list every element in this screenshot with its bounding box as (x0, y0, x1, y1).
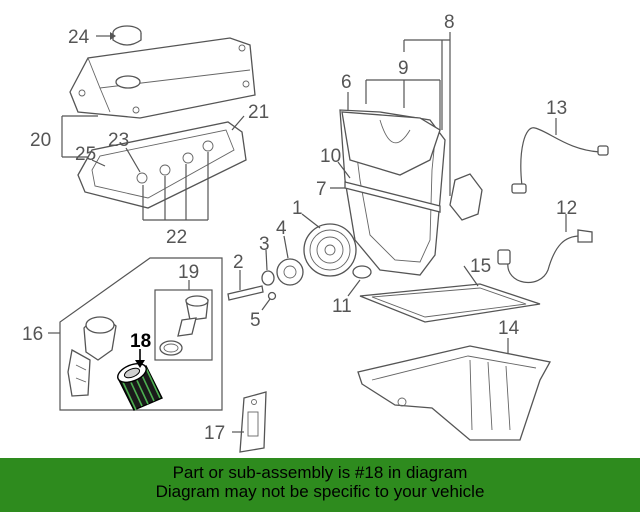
leader-11 (347, 279, 361, 297)
leader-10 (337, 161, 351, 179)
callout-7: 7 (316, 179, 327, 200)
callout-21: 21 (248, 102, 269, 123)
oil-filter-housing (67, 316, 117, 397)
info-banner: Part or sub-assembly is #18 in diagram D… (0, 458, 640, 512)
callout-5: 5 (250, 310, 261, 331)
leader-4 (283, 235, 289, 259)
callout-11: 11 (332, 296, 352, 317)
callout-17: 17 (204, 423, 225, 444)
cover-plate (449, 173, 483, 221)
banner-line-1: Part or sub-assembly is #18 in diagram (172, 463, 468, 482)
oil-filter-element (117, 362, 163, 411)
oil-pan (357, 345, 552, 441)
leader-22 (142, 152, 209, 221)
leader-21 (231, 115, 245, 131)
callout-13: 13 (546, 98, 567, 119)
timing-gasket (344, 181, 441, 213)
front-seal (352, 265, 372, 279)
arrow-24 (110, 32, 116, 40)
callout-20: 20 (30, 130, 51, 151)
crankshaft-pulley (303, 223, 357, 277)
box-19 (154, 289, 213, 361)
leader-15 (463, 265, 479, 287)
leader-5 (261, 298, 271, 311)
box-16 (59, 257, 223, 411)
callout-23: 23 (108, 130, 129, 151)
callout-10: 10 (320, 146, 341, 167)
washer (261, 270, 275, 286)
callout-1: 1 (292, 198, 303, 219)
oil-filter-cap (159, 295, 209, 356)
exploded-parts-diagram: 24 20 25 21 23 22 8 9 6 10 7 (22, 12, 609, 453)
callout-12: 12 (556, 198, 577, 219)
valve-cover-gasket (77, 121, 247, 209)
leader-8 (403, 32, 451, 196)
callout-14: 14 (498, 318, 520, 339)
callout-6: 6 (341, 72, 352, 93)
hub (276, 258, 304, 286)
callout-18: 18 (130, 331, 151, 352)
banner-line-2: Diagram may not be specific to your vehi… (155, 482, 485, 501)
timing-cover (339, 109, 446, 276)
callout-16: 16 (22, 324, 43, 345)
callout-22: 22 (166, 227, 187, 248)
callout-4: 4 (276, 218, 287, 239)
callout-9: 9 (398, 58, 409, 79)
leader-25 (91, 159, 106, 167)
callout-19: 19 (178, 262, 199, 283)
leader-9 (365, 79, 441, 130)
dowel (267, 291, 277, 301)
gasket-plate-17 (239, 391, 267, 453)
arrow-18 (135, 360, 145, 368)
callout-25: 25 (75, 144, 96, 165)
leader-3 (265, 249, 268, 271)
oil-filler-cap (112, 25, 142, 46)
callout-24: 24 (68, 27, 90, 48)
callout-2: 2 (233, 252, 244, 273)
sensor-12 (497, 229, 593, 284)
sensor-13 (511, 127, 609, 194)
leader-23 (125, 147, 141, 173)
valve-cover (69, 37, 256, 119)
callout-15: 15 (470, 256, 491, 277)
bolt (227, 285, 264, 301)
leader-1 (301, 213, 321, 229)
callout-3: 3 (259, 234, 270, 255)
callout-8: 8 (444, 12, 455, 33)
oil-pan-gasket (359, 283, 541, 323)
